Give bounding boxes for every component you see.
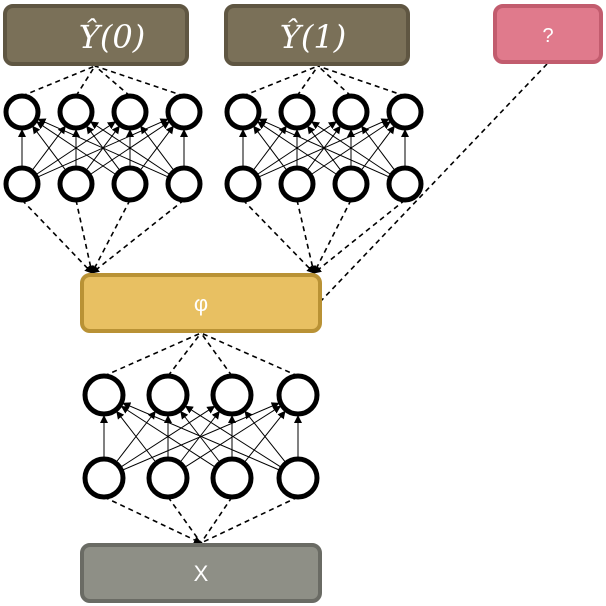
unknown-box-shape	[493, 4, 603, 64]
head-y1-bottom-neuron-1	[278, 165, 316, 203]
y1-label: Ŷ(1)	[280, 18, 346, 56]
head-y1-bottom-neuron-3	[386, 165, 424, 203]
representation-bottom-neuron-2	[210, 456, 254, 500]
head-y0-bottom-neuron-2	[111, 165, 149, 203]
head-y1-conn-2-0	[257, 121, 337, 175]
head-y1-up-edge-0	[242, 65, 319, 97]
phi-label: φ	[194, 291, 208, 316]
representation-conn-1-0	[116, 410, 156, 462]
head-y0-bottom-neuron-0	[3, 165, 41, 203]
representation-down-edge-0	[103, 496, 202, 544]
edges-layer	[18, 63, 548, 544]
head-y0-top-neuron-0	[3, 93, 41, 131]
representation-up-edge-1	[167, 332, 202, 377]
phi-representation-box: φ	[80, 273, 322, 333]
head-y0-conn-1-0	[32, 125, 66, 170]
head-y1-down-edge-0	[242, 199, 315, 274]
head-y0-down-edge-1	[75, 199, 95, 274]
representation-top-neuron-1	[146, 373, 190, 417]
head-y0-top-neuron-2	[111, 93, 149, 131]
head-y1-top-neuron-1	[278, 93, 316, 131]
head-y0-up-edge-0	[21, 65, 96, 97]
head-y1-top-neuron-0	[224, 93, 262, 131]
head-y1-down-edge-3	[313, 199, 406, 274]
y0-box-shape	[3, 4, 189, 66]
head-y0-bottom-neuron-1	[57, 165, 95, 203]
y0-output-box: Ŷ(0)	[3, 4, 189, 66]
head-y1-conn-3-2	[361, 125, 395, 170]
head-y1-up-edge-1	[296, 65, 319, 97]
phi-box-shape	[80, 273, 322, 333]
head-y0-up-edge-2	[94, 65, 131, 97]
head-y1-top-neuron-2	[332, 93, 370, 131]
unknown-label: ?	[542, 25, 553, 47]
representation-top-neuron-0	[82, 373, 126, 417]
representation-down-edge-1	[167, 496, 202, 544]
representation-conn-3-0	[122, 402, 279, 471]
representation-bottom-neuron-1	[146, 456, 190, 500]
y1-output-box: Ŷ(1)	[224, 4, 410, 66]
representation-conn-2-0	[120, 405, 215, 467]
head-y0-bottom-neuron-3	[165, 165, 203, 203]
head-y1-conn-3-1	[311, 121, 391, 175]
head-y1-up-edge-2	[317, 65, 352, 97]
head-y0-conn-2-0	[36, 121, 116, 175]
head-y0-conn-3-0	[37, 118, 168, 178]
head-y1-bottom-neuron-2	[332, 165, 370, 203]
representation-up-edge-0	[103, 332, 202, 377]
y0-label: Ŷ(0)	[79, 18, 145, 56]
head-y0-down-edge-3	[91, 199, 185, 274]
x-input-box: X	[80, 543, 322, 603]
y1-box-shape	[224, 4, 410, 66]
representation-top-neuron-2	[210, 373, 254, 417]
representation-conn-3-1	[184, 405, 281, 468]
representation-top-neuron-3	[276, 373, 320, 417]
representation-bottom-neuron-0	[82, 456, 126, 500]
head-y0-down-edge-0	[21, 199, 93, 274]
head-y1-down-edge-2	[313, 199, 352, 274]
head-y0-conn-3-1	[90, 121, 170, 175]
representation-conn-3-2	[244, 410, 286, 462]
head-y0-top-neuron-3	[165, 93, 203, 131]
head-y1-bottom-neuron-0	[224, 165, 262, 203]
unknown-output-box: ?	[493, 4, 603, 64]
head-y0-conn-3-2	[140, 125, 174, 170]
head-y0-up-edge-1	[75, 65, 96, 97]
head-y1-up-edge-3	[317, 65, 406, 97]
head-y1-conn-1-0	[253, 125, 287, 170]
head-y1-down-edge-1	[296, 199, 317, 274]
x-box-shape	[80, 543, 322, 603]
head-y1-top-neuron-3	[386, 93, 424, 131]
head-y1-conn-3-0	[258, 118, 389, 178]
head-y0-up-edge-3	[94, 65, 185, 97]
x-label: X	[194, 561, 209, 586]
neurons-layer	[3, 93, 424, 500]
representation-bottom-neuron-3	[276, 456, 320, 500]
representation-down-edge-2	[200, 496, 233, 544]
head-y0-down-edge-2	[91, 199, 131, 274]
representation-up-edge-2	[200, 332, 233, 377]
phi-to-unknown-edge	[319, 63, 548, 303]
head-y0-top-neuron-1	[57, 93, 95, 131]
